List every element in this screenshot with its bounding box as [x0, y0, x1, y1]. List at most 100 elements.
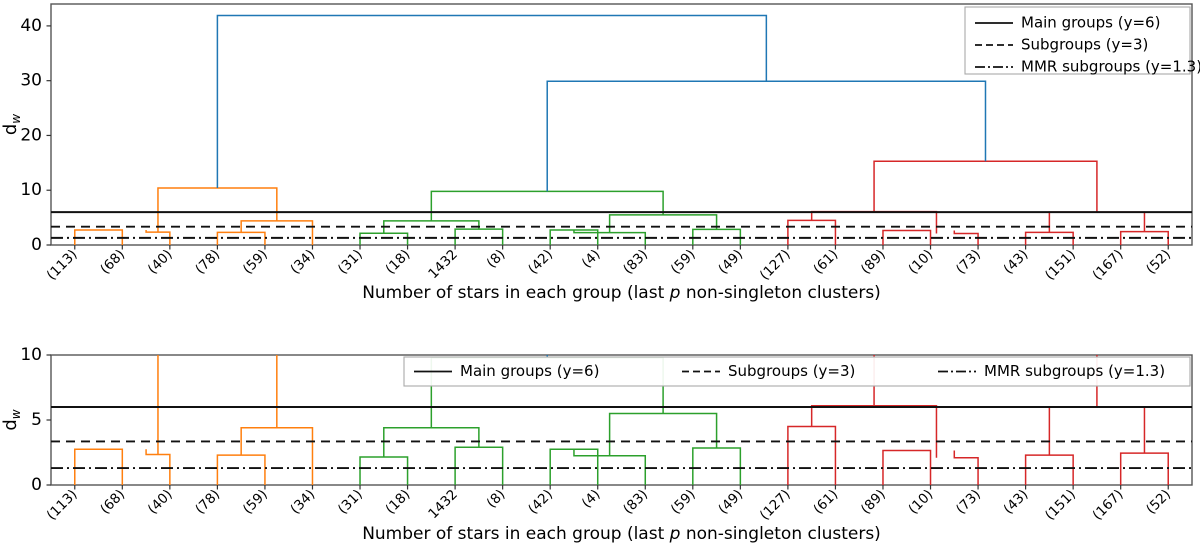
x-tick-label-text: (127)	[757, 487, 794, 524]
x-tick-label: (34)	[287, 247, 318, 278]
x-tick-label-text: (18)	[382, 247, 413, 278]
x-tick-label-text: (151)	[1042, 487, 1079, 524]
x-tick-label: (61)	[810, 487, 841, 518]
legend: Main groups (y=6) Subgroups (y=3) MMR subg…	[403, 356, 1191, 387]
x-tick-label: (78)	[192, 247, 223, 278]
x-tick-label-text: (34)	[287, 487, 318, 518]
x-tick-label: (59)	[240, 247, 271, 278]
x-tick-label: (89)	[858, 487, 889, 518]
bottom-panel-svg: 0510dw(113)(68)(40)(78)(59)(34)(31)(18)1…	[0, 320, 1193, 544]
x-tick-label: (31)	[335, 487, 366, 518]
x-tick-label: (49)	[715, 247, 746, 278]
x-tick-label-text: (40)	[145, 487, 176, 518]
dendrogram-link-o1	[74, 448, 124, 485]
x-tick-label-text: (31)	[335, 247, 366, 278]
dendrogram-link-b2	[216, 14, 768, 189]
dendrogram-link-r3	[953, 230, 979, 245]
legend: Main groups (y=6)Subgroups (y=3)MMR subg…	[964, 6, 1200, 76]
x-tick-label-text: (68)	[97, 487, 128, 518]
x-tick-label: (113)	[44, 247, 81, 284]
x-tick-label-text: (42)	[525, 487, 556, 518]
x-tick-label: (89)	[858, 247, 889, 278]
x-tick-label-text: (68)	[97, 247, 128, 278]
y-tick-label: 10	[20, 345, 42, 365]
x-tick-label: (4)	[579, 487, 604, 512]
x-tick-label: (83)	[620, 487, 651, 518]
x-tick-label-text: (18)	[382, 487, 413, 518]
x-tick-label-text: (42)	[525, 247, 556, 278]
x-tick-label-text: (73)	[953, 487, 984, 518]
x-tick-label: (59)	[668, 247, 699, 278]
x-tick-label-text: (113)	[44, 247, 81, 284]
x-tick-label-text: (49)	[715, 487, 746, 518]
legend-label-main-groups: Main groups (y=6)	[460, 362, 599, 380]
x-tick-label: (113)	[44, 487, 81, 524]
x-tick-label: (167)	[1090, 247, 1127, 284]
x-tick-label-text: (78)	[192, 487, 223, 518]
x-tick-label: (68)	[97, 247, 128, 278]
x-tick-label-text: (8)	[484, 487, 509, 512]
x-tick-label: (8)	[484, 487, 509, 512]
x-tick-label: (10)	[905, 247, 936, 278]
y-axis-label-text: dw	[0, 409, 23, 430]
legend-label-subgroups: Subgroups (y=3)	[728, 362, 855, 380]
y-tick-label: 0	[31, 235, 42, 255]
x-tick-label: (40)	[145, 247, 176, 278]
x-tick-label: (59)	[668, 487, 699, 518]
x-tick-label-text: (73)	[953, 247, 984, 278]
x-tick-label-text: (151)	[1042, 247, 1079, 284]
x-tick-label: (167)	[1090, 487, 1127, 524]
legend-box	[964, 6, 1191, 75]
x-axis-label: Number of stars in each group (last p no…	[362, 283, 881, 303]
legend-label-mmr-subgroups: MMR subgroups (y=1.3)	[1021, 58, 1200, 76]
dendrogram-link-b2	[217, 320, 766, 350]
x-tick-label-text: (167)	[1090, 247, 1127, 284]
dendrogram-link-g6	[692, 447, 742, 485]
x-tick-label-text: (10)	[905, 247, 936, 278]
dendrogram-link-g1	[359, 232, 409, 245]
dendrogram-link-o5	[157, 355, 278, 455]
x-tick-label: (4)	[579, 247, 604, 272]
x-tick-label: (52)	[1143, 487, 1174, 518]
x-tick-label-text: (49)	[715, 247, 746, 278]
x-tick-label: (68)	[97, 487, 128, 518]
x-tick-label-text: (31)	[335, 487, 366, 518]
legend-label-mmr-subgroups: MMR subgroups (y=1.3)	[984, 362, 1165, 380]
x-tick-label-text: (113)	[44, 487, 81, 524]
x-tick-label: (31)	[335, 247, 366, 278]
dendrogram-link-r4	[810, 404, 938, 458]
y-tick-label: 40	[20, 16, 42, 36]
legend-label-subgroups: Subgroups (y=3)	[1021, 36, 1148, 54]
x-tick-label-text: (8)	[484, 247, 509, 272]
dendrogram-link-b1	[546, 355, 548, 358]
x-tick-label-text: 1432	[425, 487, 461, 523]
x-tick-label: (43)	[1001, 247, 1032, 278]
x-tick-label: (127)	[757, 247, 794, 284]
x-axis-label: Number of stars in each group (last p no…	[362, 524, 881, 544]
x-tick-label-text: (167)	[1090, 487, 1127, 524]
y-tick-label: 5	[31, 410, 42, 430]
x-tick-label-text: (59)	[668, 247, 699, 278]
legend-box	[403, 356, 1191, 387]
x-tick-label-text: (83)	[620, 487, 651, 518]
y-tick-label: 20	[20, 125, 42, 145]
x-tick-label-text: (34)	[287, 247, 318, 278]
x-tick-label-text: (43)	[1001, 487, 1032, 518]
x-tick-label: (8)	[484, 247, 509, 272]
x-tick-label: (34)	[287, 487, 318, 518]
x-tick-label: 1432	[425, 487, 461, 523]
x-tick-label-text: 1432	[425, 247, 461, 283]
x-tick-label: (40)	[145, 487, 176, 518]
x-tick-label: (83)	[620, 247, 651, 278]
x-tick-label: (52)	[1143, 247, 1174, 278]
x-tick-label-text: (83)	[620, 247, 651, 278]
x-tick-label: (49)	[715, 487, 746, 518]
x-tick-label: (59)	[240, 487, 271, 518]
x-tick-label-text: (78)	[192, 247, 223, 278]
x-tick-label: (73)	[953, 487, 984, 518]
x-tick-label: 1432	[425, 247, 461, 283]
x-tick-label-text: (40)	[145, 247, 176, 278]
